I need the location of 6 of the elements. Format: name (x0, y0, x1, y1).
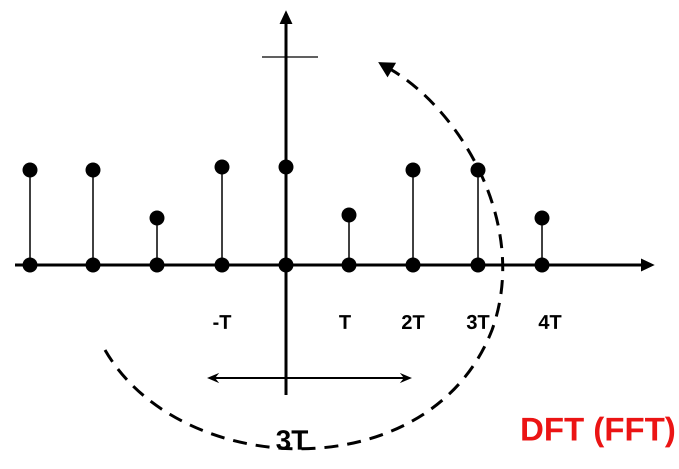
tick-label: T (339, 315, 351, 329)
tick-label: -T (213, 315, 232, 329)
tick-label: 2T (402, 315, 424, 329)
tick-label: 4T (538, 315, 562, 329)
tick-label: 3T (466, 314, 490, 330)
transform-label: DFT (FFT) (522, 416, 674, 448)
